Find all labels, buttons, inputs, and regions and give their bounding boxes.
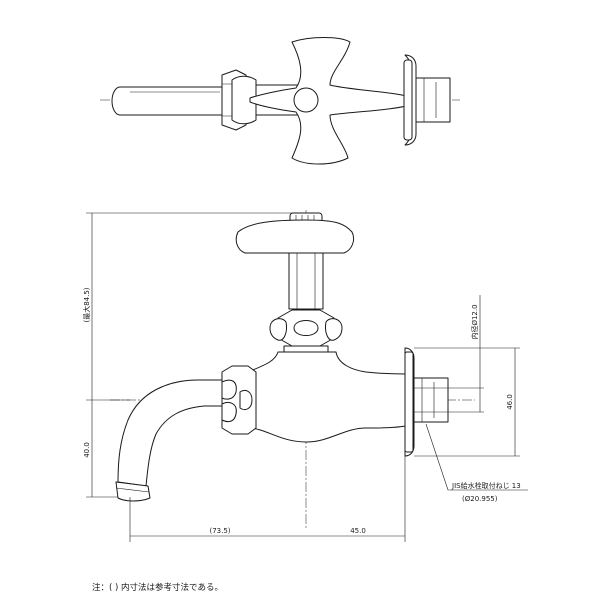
top-view	[100, 37, 460, 165]
side-view	[110, 210, 475, 530]
note: 注：( ) 内寸法は参考寸法である。	[92, 582, 223, 593]
top-handle-screw	[293, 87, 319, 113]
flange-plate	[404, 351, 414, 453]
dim-spout-reach: (73.5)	[209, 527, 230, 535]
spout	[117, 379, 223, 487]
top-thread	[415, 77, 451, 123]
dim-inner-diameter: 内径Ø12.0	[470, 304, 479, 339]
bonnet-nut-face-left	[269, 318, 287, 341]
spout-nut-face-bottom	[221, 401, 237, 423]
thread-leader	[425, 423, 449, 491]
thread-spec: JIS給水栓取付ねじ 13	[451, 481, 521, 490]
dim-flange-height: 46.0	[506, 394, 514, 410]
spout-nut-face-top	[221, 379, 237, 400]
spout-tip	[115, 481, 151, 502]
top-flange-plate	[403, 59, 413, 141]
top-spout-tube	[111, 86, 226, 116]
thread-connector	[413, 377, 449, 423]
handle-cap	[235, 219, 355, 254]
dim-spout-height: 40.0	[83, 442, 91, 458]
spout-nut-face-center	[239, 389, 253, 411]
bonnet-base	[283, 345, 329, 353]
top-body-collar	[231, 75, 257, 125]
dim-max-height: (最大84.5)	[82, 287, 91, 322]
dim-body-to-flange: 45.0	[350, 527, 366, 535]
bonnet-nut-face-center	[293, 320, 319, 336]
dimensions: (最大84.5) 40.0 (73.5) 45.0 46.0 内径Ø12.0 J…	[82, 212, 528, 542]
bonnet-nut-face-right	[325, 318, 343, 341]
thread-diameter: (Ø20.955)	[462, 495, 498, 503]
top-handle-lever	[249, 37, 413, 165]
valve-body	[247, 351, 406, 443]
handle-stem	[288, 252, 324, 310]
